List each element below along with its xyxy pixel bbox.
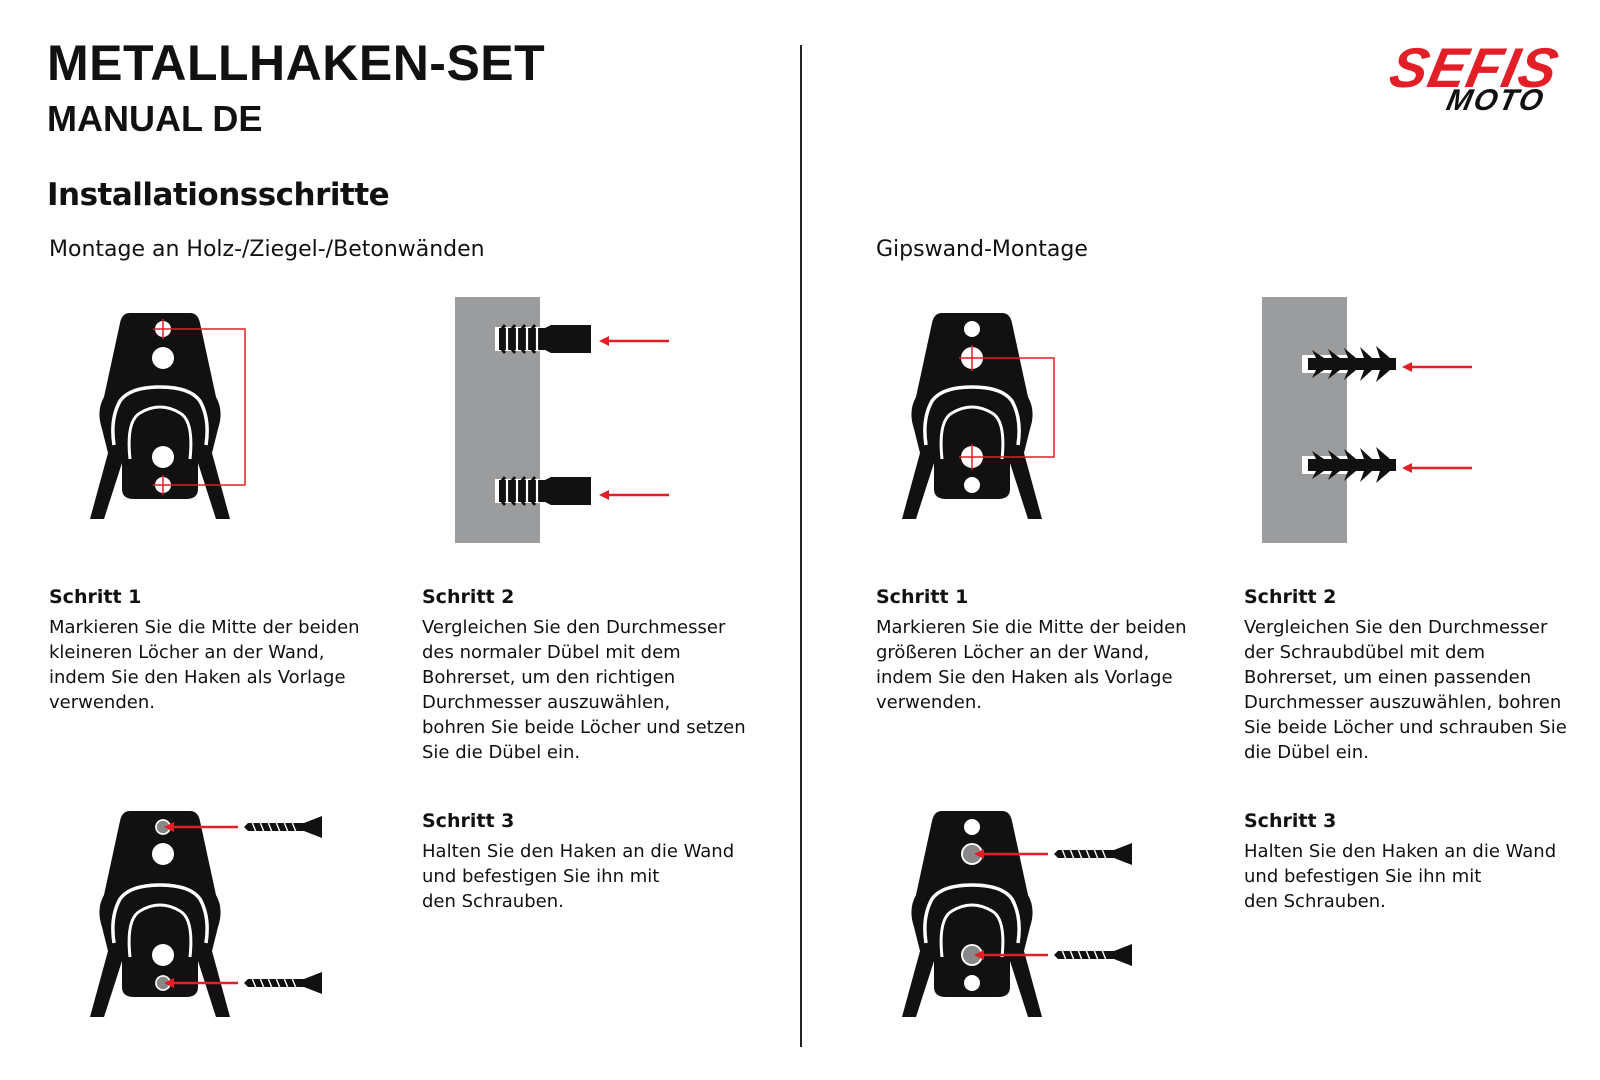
- right-step2-text: Vergleichen Sie den Durchmesser der Schr…: [1244, 617, 1567, 763]
- left-step1-text: Markieren Sie die Mitte der beiden klein…: [49, 617, 360, 713]
- right-step3-text: Halten Sie den Haken an die Wand und bef…: [1244, 841, 1557, 912]
- right-step2-illustration: [1262, 297, 1474, 543]
- dowel-icon: [497, 323, 593, 355]
- brand-logo-sub: MOTO: [1443, 84, 1548, 117]
- screw-icon: [1053, 943, 1133, 967]
- right-step3-title: Schritt 3: [1244, 810, 1337, 832]
- left-step3-illustration: [88, 809, 323, 1019]
- screw-icon: [243, 971, 323, 995]
- right-step1-text: Markieren Sie die Mitte der beiden größe…: [876, 617, 1187, 713]
- wall-section: [1262, 297, 1347, 543]
- arrow-left-icon: [1400, 461, 1474, 475]
- left-step1-title: Schritt 1: [49, 586, 142, 608]
- left-step1-illustration: [88, 311, 246, 521]
- left-section-heading: Montage an Holz-/Ziegel-/Betonwänden: [49, 237, 485, 262]
- left-step3-text: Halten Sie den Haken an die Wand und bef…: [422, 841, 735, 912]
- document-subtitle: MANUAL DE: [47, 98, 263, 139]
- section-title: Installationsschritte: [47, 177, 390, 213]
- brand-logo: SEFIS MOTO: [1322, 36, 1565, 118]
- left-step2-title: Schritt 2: [422, 586, 515, 608]
- document-title: METALLHAKEN-SET: [47, 35, 546, 91]
- dowel-icon: [497, 475, 593, 507]
- right-step1-title: Schritt 1: [876, 586, 969, 608]
- arrow-left-icon: [597, 488, 671, 502]
- right-step3-illustration: [900, 809, 1133, 1019]
- left-step3-title: Schritt 3: [422, 810, 515, 832]
- column-divider: [800, 45, 802, 1047]
- arrow-left-icon: [1400, 360, 1474, 374]
- left-step2-text: Vergleichen Sie den Durchmesser des norm…: [422, 617, 746, 763]
- right-step1-illustration: [900, 311, 1055, 521]
- right-step2-title: Schritt 2: [1244, 586, 1337, 608]
- arrow-left-icon: [597, 334, 671, 348]
- left-step2-illustration: [455, 297, 671, 543]
- right-section-heading: Gipswand-Montage: [876, 237, 1088, 262]
- screw-icon: [243, 815, 323, 839]
- screw-icon: [1053, 842, 1133, 866]
